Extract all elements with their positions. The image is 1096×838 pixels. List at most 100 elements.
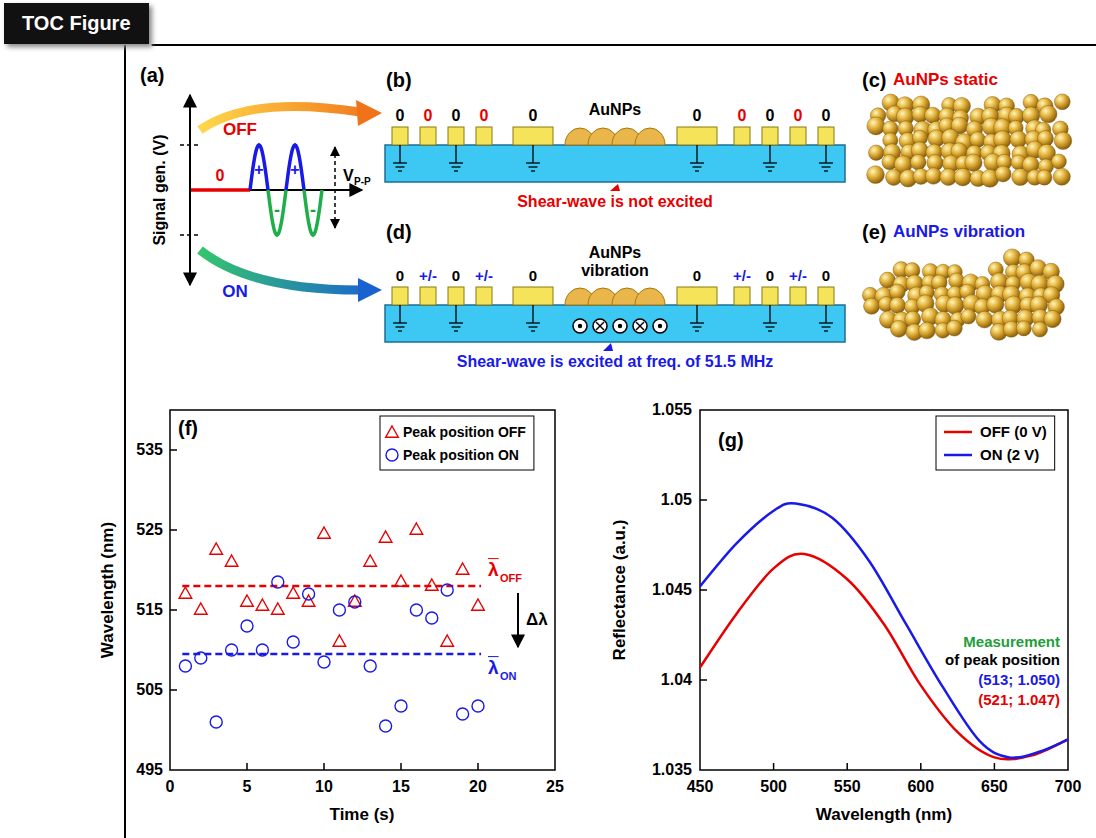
label: 0 [424,107,433,125]
axis-tick [170,689,177,691]
label: 535 [136,441,163,459]
label: Reflectance (a.u.) [610,520,630,661]
plot-frame [170,410,555,770]
label: - [310,200,316,221]
vpp-arrow [334,147,336,228]
axis-tick [920,763,922,770]
data-triangle [179,587,192,598]
on-spectrum [700,503,1068,758]
ground-symbol [769,305,770,323]
legend-box [936,416,1055,470]
off-arrow-head [356,100,382,126]
ground-symbol [396,326,405,327]
label: OFF [223,120,257,140]
label: 0 [452,107,461,125]
label: 0 [396,107,405,125]
label: 1.04 [661,671,692,689]
label: 25 [546,778,564,796]
data-triangle [364,555,377,566]
axis-tick [700,589,707,591]
electrode [790,127,806,145]
data-circle [195,652,207,664]
signal-axis [190,189,362,191]
gold-nanoparticle [1044,310,1061,327]
label: 10 [315,778,333,796]
frame-line [124,45,126,838]
ground-symbol [531,170,535,171]
aunp-film [635,128,665,145]
ground-symbol [693,326,702,327]
label: 0 [766,107,775,125]
title-text: TOC Figure [22,12,131,35]
label: (b) [386,69,412,92]
axis-tick [700,499,707,501]
ground-symbol [763,322,777,323]
legend-marker [386,449,398,461]
data-circle [457,708,469,720]
sine-wave [268,190,286,235]
label: 0 [529,107,538,125]
electrode [420,287,436,305]
label: 0 [480,107,489,125]
shear-symbol [596,322,604,330]
ground-symbol [399,145,400,163]
label: AuNPs vibration [893,222,1025,242]
data-triangle [256,599,269,610]
data-triangle [395,575,408,586]
label: V [343,167,354,185]
data-circle [256,644,268,656]
electrode [448,127,464,145]
label: + [290,161,299,179]
data-triangle [379,531,392,542]
substrate [385,145,845,182]
ground-symbol [449,322,463,323]
gold-nanoparticle [1051,154,1066,169]
label: Wavelength (nm) [816,805,952,825]
shear-symbol [653,319,667,333]
electrode [677,287,717,305]
data-circle [210,716,222,728]
label: ON [222,282,248,302]
ground-symbol [690,162,704,163]
label: Δλ [526,610,548,630]
delta-arrow [517,593,519,647]
shear-symbol [578,324,582,328]
data-circle [395,700,407,712]
gold-nanoparticle [946,297,964,315]
gold-nanoparticle [925,107,941,123]
ground-symbol [449,162,463,163]
legend-box [380,416,534,470]
axis-tick [246,763,248,770]
ground-symbol [398,330,402,331]
data-triangle [241,595,254,606]
data-circle [349,596,361,608]
ground-symbol [822,326,831,327]
data-triangle [386,426,399,437]
gold-nanoparticle [976,311,993,328]
label: (a) [140,64,164,87]
data-triangle [333,635,346,646]
axis-tick [846,763,848,770]
ground-symbol [531,330,535,331]
electrode [476,287,492,305]
label: 500 [760,778,787,796]
ground-symbol [393,162,407,163]
label: 650 [981,778,1008,796]
gold-nanoparticle [890,320,907,337]
axis-tick [323,763,325,770]
ground-symbol [768,170,772,171]
data-circle [410,604,422,616]
plot-frame [700,410,1068,770]
label: 0 [822,267,830,284]
label: Shear-wave is excited at freq. of 51.5 M… [457,353,774,371]
label: 600 [907,778,934,796]
label: 0 [693,267,701,284]
ground-symbol [693,166,702,167]
label: 1.05 [661,491,692,509]
label: λ [488,559,499,581]
ground-symbol [529,326,538,327]
axis-tick [170,529,177,531]
ground-symbol [769,145,770,163]
label: Shear-wave is not excited [517,193,713,211]
